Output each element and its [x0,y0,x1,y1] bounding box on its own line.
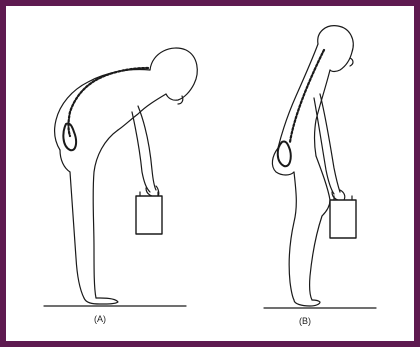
figure-b-squat [272,26,356,306]
panel-label-a: (A) [94,314,106,324]
figure-a-stooped [55,48,198,304]
panel-label-b: (B) [299,316,311,326]
